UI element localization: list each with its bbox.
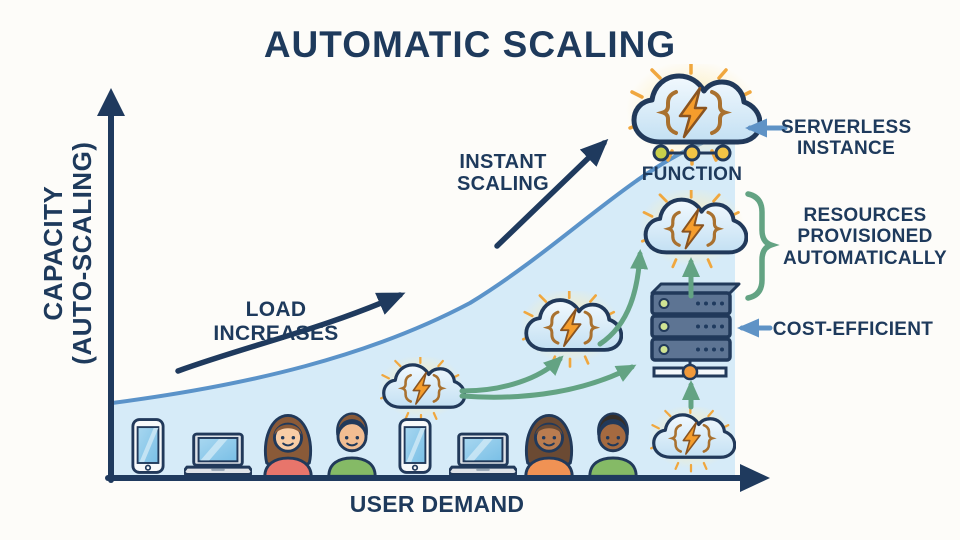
instant-scaling-arrow [494,138,609,249]
woman-user-icon [263,413,313,477]
page-title: AUTOMATIC SCALING [263,24,677,65]
function-nodes-icon [652,140,732,162]
scale-up-arrows [459,249,700,410]
y-axis-label: CAPACITY (AUTO-SCALING) [37,141,97,365]
resources-provisioned-label: RESOURCES PROVISIONED AUTOMATICALLY [783,205,947,269]
smartphone-icon [398,418,432,474]
laptop-icon [184,432,252,476]
load-increases-arrow [175,292,406,374]
load-increases-label: LOAD INCREASES [213,298,339,345]
resources-brace-icon [745,191,780,301]
x-axis-label: USER DEMAND [349,491,525,517]
instant-scaling-label: INSTANT SCALING [456,151,550,196]
cost-efficient-label: COST-EFFICIENT [772,319,934,340]
woman-user-icon [524,413,574,477]
laptop-icon [449,432,517,476]
function-label: FUNCTION [641,164,743,185]
smartphone-icon [131,418,165,474]
server-stack-icon [650,282,741,381]
serverless-instance-label: SERVERLESS INSTANCE [781,117,912,160]
axes [97,88,770,492]
